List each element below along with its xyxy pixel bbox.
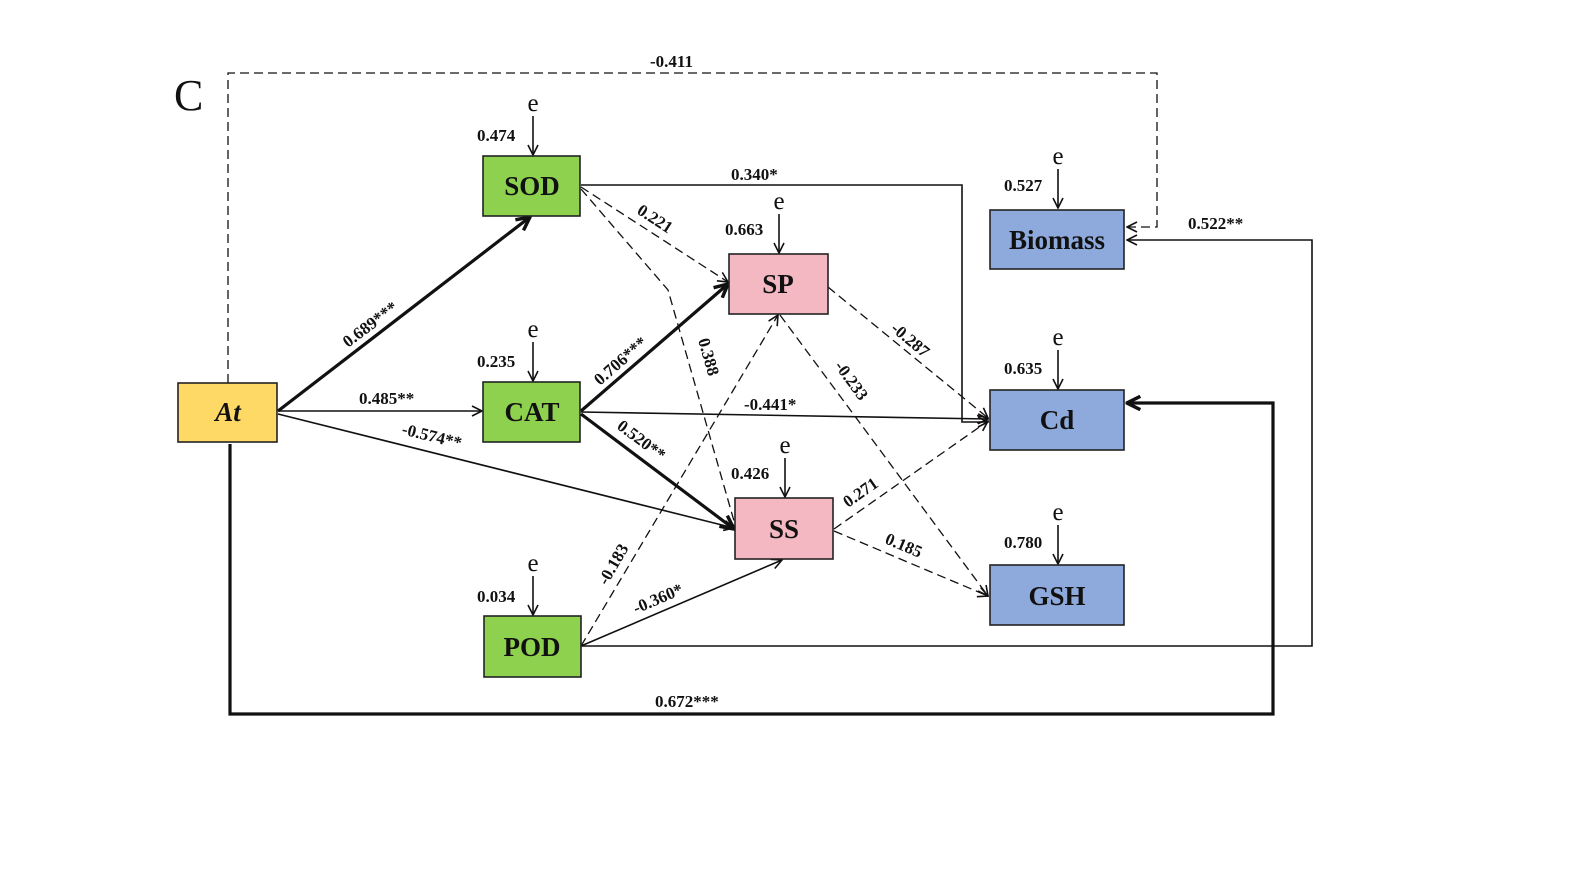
error-label-sp: e: [773, 188, 784, 215]
r2-cd: 0.635: [1004, 359, 1042, 378]
path-ss-cd: [833, 421, 988, 530]
node-pod-label: POD: [504, 632, 561, 662]
coef-sod-cd: 0.340*: [731, 165, 778, 184]
error-label-cat: e: [527, 316, 538, 343]
path-at-cd: [228, 403, 1275, 716]
node-cat: CAT: [482, 381, 581, 443]
r2-sod: 0.474: [477, 126, 516, 145]
path-sod-cd: [581, 184, 988, 422]
coef-sp-gsh: -0.233: [831, 357, 872, 404]
coef-sp-cd: -0.287: [887, 319, 933, 362]
node-cd: Cd: [989, 389, 1125, 451]
r2-cat: 0.235: [477, 352, 515, 371]
path-sp-cd: [827, 286, 988, 418]
path-cat-sp: [579, 284, 728, 413]
path-sod-sp: [580, 186, 728, 282]
node-gsh-label: GSH: [1028, 581, 1085, 611]
path-pod-sp: [580, 315, 778, 647]
coef-cat-cd: -0.441*: [744, 395, 796, 414]
path-cat-cd: [580, 411, 988, 419]
coef-cat-ss: 0.520**: [614, 416, 670, 464]
path-pod-ss: [580, 560, 782, 647]
panel-label: C: [174, 71, 203, 120]
coef-pod-ss: -0.360*: [630, 580, 686, 618]
coef-sod-ss: 0.388: [694, 336, 723, 378]
node-ss: SS: [734, 497, 834, 560]
node-at-label: At: [213, 397, 242, 427]
coef-ss-cd: 0.271: [839, 474, 881, 512]
path-at-biomass: [227, 72, 1158, 383]
node-biomass: Biomass: [989, 209, 1125, 270]
error-label-biomass: e: [1052, 143, 1063, 170]
r2-sp: 0.663: [725, 220, 763, 239]
r2-biomass: 0.527: [1004, 176, 1043, 195]
coef-at-cat: 0.485**: [359, 389, 414, 408]
node-at: At: [177, 382, 278, 443]
node-cat-label: CAT: [504, 397, 559, 427]
r2-ss: 0.426: [731, 464, 769, 483]
node-sp-label: SP: [762, 269, 794, 299]
node-ss-label: SS: [769, 514, 799, 544]
node-biomass-label: Biomass: [1009, 225, 1105, 255]
path-sod-ss: [580, 188, 736, 528]
r2-gsh: 0.780: [1004, 533, 1042, 552]
path-at-ss: [277, 413, 734, 528]
error-label-gsh: e: [1052, 499, 1063, 526]
error-label-pod: e: [527, 550, 538, 577]
coef-at-biomass: -0.411: [650, 52, 693, 71]
error-label-ss: e: [779, 432, 790, 459]
node-sod-label: SOD: [504, 171, 560, 201]
error-label-cd: e: [1052, 324, 1063, 351]
coef-cat-sp: 0.706***: [590, 333, 651, 389]
node-sp: SP: [728, 253, 829, 315]
node-pod: POD: [483, 615, 582, 678]
coef-pod-sp: -0.183: [594, 540, 632, 588]
r2-pod: 0.034: [477, 587, 516, 606]
node-gsh: GSH: [989, 564, 1125, 626]
coef-sod-sp: 0.221: [634, 200, 676, 237]
path-at-sod: [277, 217, 530, 413]
path-sp-gsh: [779, 314, 988, 596]
coef-pod-biomass: 0.522**: [1188, 214, 1243, 233]
error-label-sod: e: [527, 90, 538, 117]
node-cd-label: Cd: [1040, 405, 1075, 435]
coef-ss-gsh: 0.185: [882, 529, 925, 561]
path-pod-biomass: [581, 240, 1313, 647]
path-cat-ss: [580, 412, 734, 529]
node-sod: SOD: [482, 155, 581, 217]
coef-at-cd: 0.672***: [655, 692, 719, 711]
